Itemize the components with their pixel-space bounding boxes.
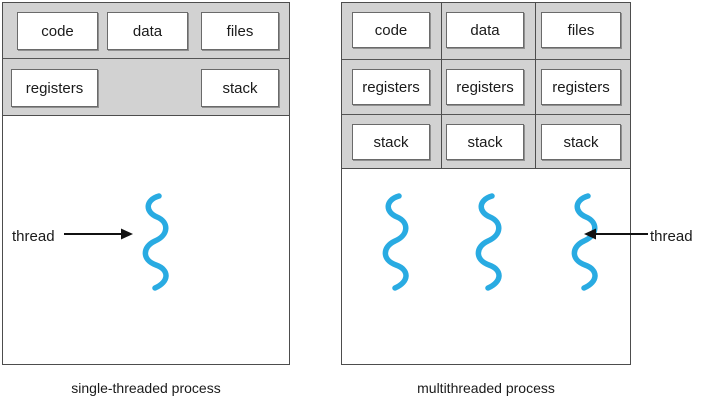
resource-box-code: code	[17, 12, 98, 50]
single-process-resource-header: code data files registers stack	[3, 3, 289, 116]
single-process-thread-area	[3, 116, 289, 364]
resource-box-data: data	[446, 12, 524, 48]
thread-squiggle-icon	[382, 193, 409, 291]
multithreaded-process-diagram: code data files registers registers regi…	[341, 2, 631, 365]
single-threaded-process-diagram: code data files registers stack	[2, 2, 290, 365]
resource-box-code: code	[352, 12, 430, 48]
multi-process-shared-resources-row: code data files	[342, 3, 630, 60]
resource-box-stack-thread-3: stack	[541, 124, 621, 160]
multi-process-stack-row: stack stack stack	[342, 115, 630, 169]
resource-box-registers-thread-2: registers	[446, 69, 524, 105]
resource-box-registers-thread-1: registers	[352, 69, 430, 105]
resource-box-data: data	[107, 12, 188, 50]
resource-box-files: files	[201, 12, 279, 50]
thread-squiggle-icon	[571, 193, 598, 291]
single-process-thread-resources-row: registers stack	[3, 60, 289, 116]
thread-squiggle-icon	[475, 193, 502, 291]
resource-box-registers: registers	[11, 69, 98, 107]
multi-process-registers-row: registers registers registers	[342, 60, 630, 115]
thread-annotation-arrow-left	[64, 228, 133, 240]
thread-annotation-label-right: thread	[650, 228, 693, 245]
thread-squiggle-icon	[142, 193, 169, 291]
resource-box-files: files	[541, 12, 621, 48]
multi-process-thread-area	[342, 169, 630, 364]
resource-box-registers-thread-3: registers	[541, 69, 621, 105]
resource-box-stack: stack	[201, 69, 279, 107]
resource-box-stack-thread-1: stack	[352, 124, 430, 160]
multi-process-resource-header: code data files registers registers regi…	[342, 3, 630, 169]
single-process-shared-resources-row: code data files	[3, 3, 289, 59]
thread-annotation-label-left: thread	[12, 228, 55, 245]
multi-process-caption: multithreaded process	[417, 380, 555, 396]
resource-box-stack-thread-2: stack	[446, 124, 524, 160]
single-process-caption: single-threaded process	[71, 380, 221, 396]
thread-annotation-arrow-right	[584, 228, 648, 240]
